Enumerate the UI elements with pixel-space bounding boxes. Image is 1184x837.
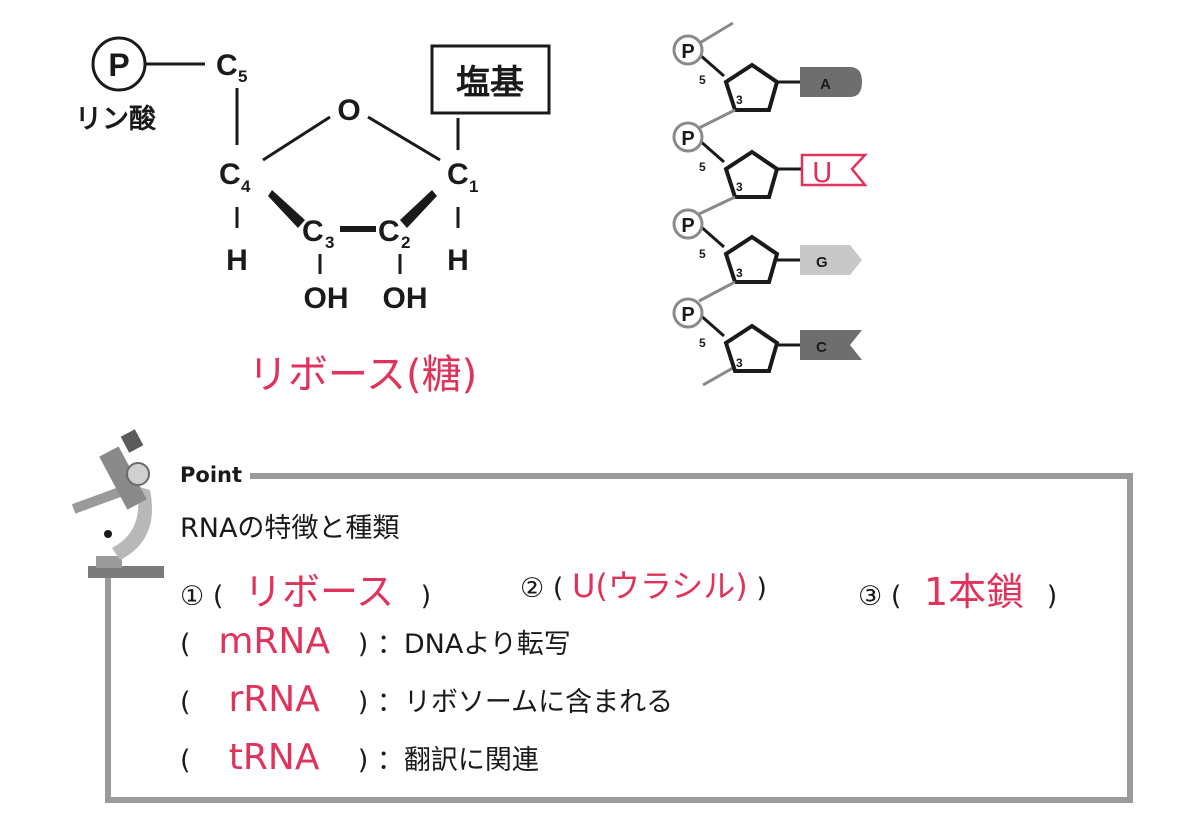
microscope-icon [71, 429, 164, 578]
strand-phosphate [672, 34, 704, 66]
open-paren: ( [180, 745, 191, 776]
c1-subscript: 1 [469, 177, 478, 196]
strand-phosphate-label: P [681, 215, 694, 237]
five-prime-label: 5 [699, 73, 706, 87]
open-paren: ( [890, 581, 902, 612]
c1-label: C [447, 158, 469, 191]
strand-phosphate [672, 121, 704, 153]
rna-type-row: ( mRNA ) ：DNAより転写 [180, 621, 571, 662]
sugar-pentagon [723, 62, 780, 112]
feature-1-answer: リボース [243, 570, 395, 614]
base-tag-g [800, 245, 862, 275]
open-paren: ( [180, 687, 191, 718]
three-prime-label: 3 [736, 266, 743, 280]
phosphate-label: リン酸 [75, 104, 157, 135]
c4-subscript: 4 [241, 177, 251, 196]
base-a-label: A [820, 76, 831, 93]
base-c-label: C [816, 339, 827, 356]
close-paren: ) [1046, 581, 1058, 612]
five-prime-label: 5 [699, 336, 706, 350]
c3-c2-bond [340, 226, 376, 232]
c4-o-bond [262, 115, 331, 162]
sugar-pentagon [723, 234, 780, 284]
o-c1-bond [367, 115, 441, 162]
feature-1-number: ① [180, 581, 205, 612]
rna-type-description: ：リボソームに含まれる [376, 687, 674, 718]
c4-label: C [219, 158, 241, 191]
oh-c3: OH [304, 282, 349, 315]
feature-3-answer: 1本鎖 [923, 570, 1025, 614]
c3-label: C [302, 215, 324, 248]
three-prime-label: 3 [736, 180, 743, 194]
strand-phosphate-label: P [681, 128, 694, 150]
h-right: H [447, 244, 469, 277]
base-box [430, 44, 551, 115]
feature-row-3: ③ ( 1本鎖 ) [858, 561, 1057, 616]
phosphate-symbol: P [108, 47, 129, 83]
sugar-pentagon [723, 149, 780, 199]
rna-type-description: ：翻訳に関連 [376, 745, 539, 776]
feature-row-2: ② ( U(ウラシル) ) [520, 561, 767, 607]
rna-type-answer: rRNA [228, 679, 320, 720]
rna-type-row: ( tRNA ) ：翻訳に関連 [180, 737, 539, 778]
five-prime-label: 5 [699, 247, 706, 261]
base-tag-u-handdrawn [800, 153, 868, 187]
oh-c2: OH [383, 282, 428, 315]
ribose-caption: リボース(糖) [248, 352, 477, 398]
ring-oxygen: O [337, 94, 360, 127]
point-frame [105, 473, 1133, 803]
base-box-label: 塩基 [456, 63, 524, 103]
rna-type-answer: tRNA [228, 737, 320, 778]
close-paren: ) [420, 581, 432, 612]
open-paren: ( [552, 573, 564, 604]
c2-label: C [378, 215, 400, 248]
c1-c2-wedge [400, 190, 437, 228]
rna-type-description: ：DNAより転写 [376, 629, 571, 660]
c2-subscript: 2 [401, 233, 410, 252]
base-tag-c [800, 330, 862, 360]
c4-c3-wedge [268, 190, 305, 228]
open-paren: ( [212, 581, 224, 612]
c5-subscript: 5 [238, 67, 247, 86]
c3-subscript: 3 [325, 233, 334, 252]
feature-row-1: ① ( リボース ) [180, 561, 431, 616]
phosphate-circle [91, 36, 147, 92]
base-u-label: U [812, 156, 833, 189]
close-paren: ) [756, 573, 767, 604]
strand-phosphate-label: P [681, 41, 694, 63]
point-title: RNAの特徴と種類 [180, 513, 400, 544]
rna-type-answer: mRNA [218, 621, 330, 662]
close-paren: ) [357, 745, 369, 776]
base-tag-a [800, 67, 862, 97]
feature-3-number: ③ [858, 581, 883, 612]
close-paren: ) [357, 687, 369, 718]
point-heading: Point [180, 463, 243, 487]
rna-strand: P 5 3 A P 5 3 U P 5 3 G P 5 3 C [672, 21, 868, 387]
close-paren: ) [357, 629, 369, 660]
three-prime-label: 3 [736, 93, 743, 107]
feature-2-answer: U(ウラシル) [571, 567, 748, 605]
strand-phosphate [672, 297, 704, 329]
five-prime-label: 5 [699, 160, 706, 174]
h-left: H [226, 244, 248, 277]
three-prime-label: 3 [736, 356, 743, 370]
strand-phosphate-label: P [681, 304, 694, 326]
strand-phosphate [672, 208, 704, 240]
open-paren: ( [180, 629, 191, 660]
base-g-label: G [816, 254, 828, 271]
rna-type-row: ( rRNA ) ：リボソームに含まれる [180, 679, 673, 720]
sugar-pentagon [723, 323, 780, 373]
c5-label: C [216, 49, 238, 82]
feature-2-number: ② [520, 573, 545, 604]
